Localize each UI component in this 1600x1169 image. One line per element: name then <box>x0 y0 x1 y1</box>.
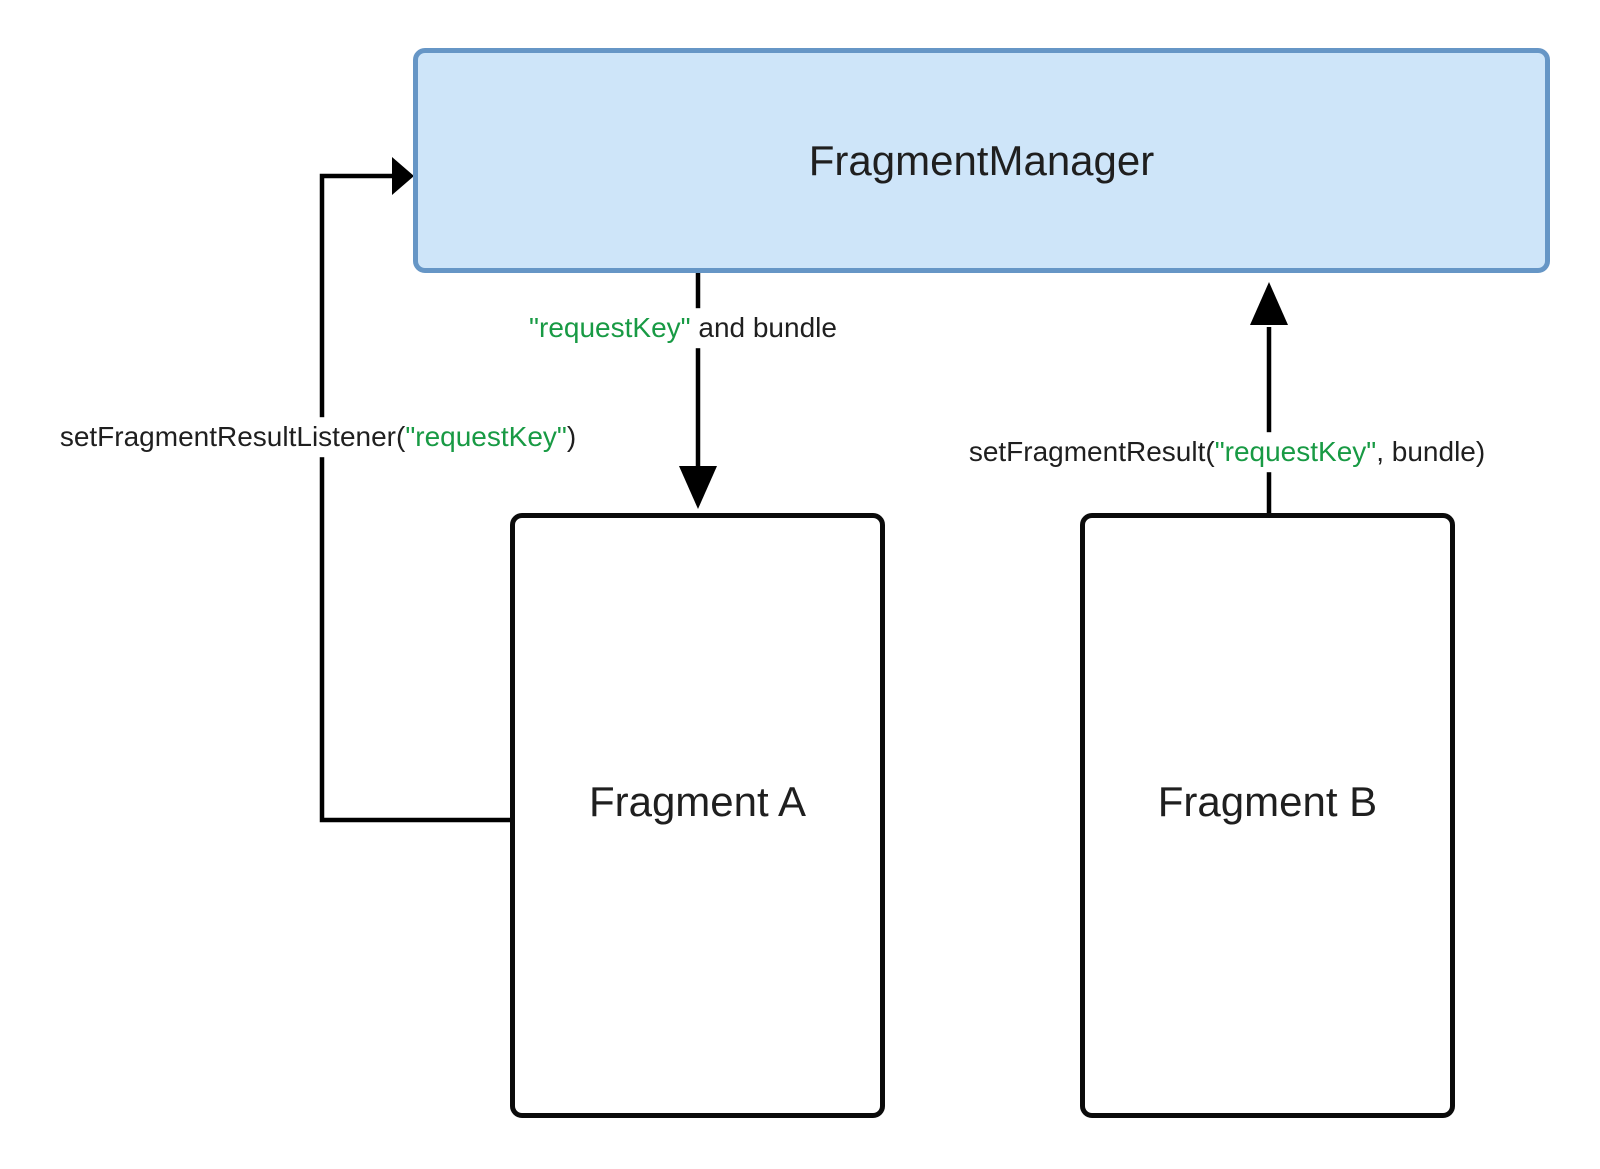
edge-label-suffix: , bundle) <box>1376 436 1486 468</box>
fragment-b-label: Fragment B <box>1157 777 1378 825</box>
edge-label-prefix: setFragmentResult( <box>968 436 1215 468</box>
arrowhead-up-manager-icon <box>1250 282 1288 325</box>
fragment-a-box: Fragment A <box>510 513 885 1118</box>
arrowhead-right-manager-icon <box>392 157 414 195</box>
edge-label-set-fragment-result-listener: setFragmentResultListener("requestKey") <box>51 417 585 457</box>
arrowhead-down-fragment-a-icon <box>679 466 717 509</box>
elbow-line-fragment-a-to-manager <box>319 173 510 823</box>
fragment-b-box: Fragment B <box>1080 513 1455 1118</box>
edge-label-request-key: "requestKey" <box>1214 436 1377 468</box>
edge-label-suffix: and bundle <box>690 312 837 344</box>
edge-label-request-key: "requestKey" <box>529 312 691 344</box>
fragment-manager-label: FragmentManager <box>808 136 1155 184</box>
edge-label-request-key-and-bundle: "requestKey" and bundle <box>521 308 845 348</box>
edge-label-prefix: setFragmentResultListener( <box>59 421 406 453</box>
edge-label-request-key: "requestKey" <box>405 421 567 453</box>
edge-label-suffix: ) <box>566 421 577 453</box>
fragment-a-label: Fragment A <box>588 777 807 825</box>
fragment-manager-box: FragmentManager <box>413 48 1550 273</box>
edge-label-set-fragment-result: setFragmentResult("requestKey", bundle) <box>960 432 1494 472</box>
